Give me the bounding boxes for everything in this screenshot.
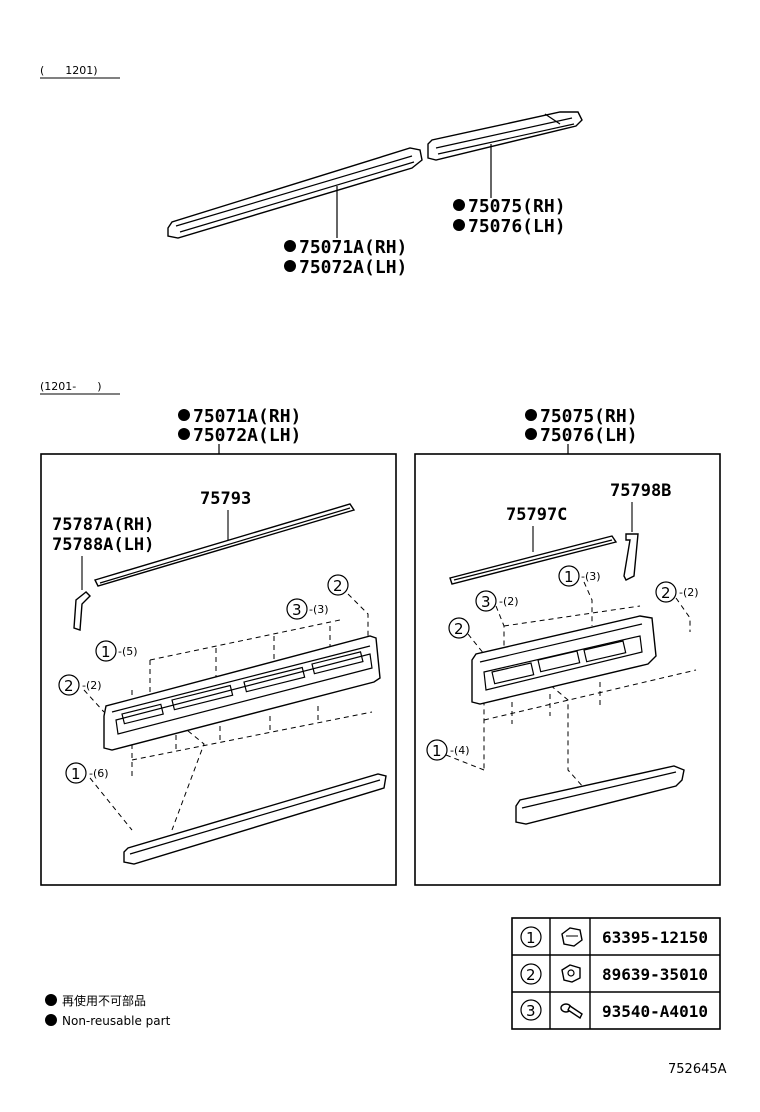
svg-text:3: 3 [292, 601, 302, 619]
left-callout-1-upper: 1 -(5) [95, 640, 138, 662]
svg-text:-(2): -(2) [499, 595, 519, 608]
right-callout-1-lower: 1 -(4) [426, 739, 470, 761]
svg-text:-(2): -(2) [82, 679, 102, 692]
svg-text:2: 2 [333, 577, 343, 595]
clip-icon [561, 964, 581, 983]
svg-text:-(3): -(3) [309, 603, 329, 616]
legend-jp: 再使用不可部品 [62, 993, 146, 1008]
svg-text:1: 1 [432, 742, 442, 760]
left-callout-2-top: 2 [327, 574, 349, 596]
seal-75787a [73, 591, 91, 631]
rear-lower-molding [515, 765, 685, 825]
svg-text:-(6): -(6) [89, 767, 109, 780]
svg-text:1: 1 [101, 643, 111, 661]
label-75787a-rh: 75787A(RH) [52, 515, 154, 535]
diagram-code: 752645A [668, 1062, 727, 1077]
right-panel-frame [414, 453, 721, 886]
front-door-garnish [103, 635, 381, 751]
right-callout-2-right: 2 -(2) [655, 581, 699, 603]
right-callout-2-left: 2 [448, 617, 470, 639]
right-header-75075-rh: 75075(RH) [540, 406, 638, 427]
label-75071a-rh-upper: 75071A(RH) [299, 237, 407, 258]
left-panel-frame [40, 453, 397, 886]
label-75798b: 75798B [610, 481, 671, 501]
svg-text:2: 2 [64, 677, 74, 695]
rear-door-garnish [471, 615, 657, 705]
svg-text:89639-35010: 89639-35010 [602, 965, 708, 984]
left-header-75071a-rh: 75071A(RH) [193, 406, 301, 427]
label-75076-lh-upper: 75076(LH) [468, 216, 566, 237]
lower-date-range: (1201- ) [40, 380, 102, 393]
label-75072a-lh-upper: 75072A(LH) [299, 257, 407, 278]
upper-date-range: ( 1201) [40, 64, 98, 77]
svg-text:2: 2 [454, 620, 464, 638]
right-callout-1-upper: 1 -(3) [558, 565, 601, 587]
table-row: 1 63395-12150 [520, 926, 708, 948]
seal-75798b [623, 533, 639, 581]
front-lower-molding [123, 773, 387, 865]
table-row: 3 93540-A4010 [520, 999, 708, 1021]
clip-icon [561, 927, 583, 947]
left-header-75072a-lh: 75072A(LH) [193, 425, 301, 446]
svg-text:-(4): -(4) [450, 744, 470, 757]
right-callout-3: 3 -(2) [475, 590, 519, 612]
label-75793: 75793 [200, 489, 251, 509]
legend-en: Non-reusable part [62, 1014, 171, 1028]
svg-text:1: 1 [564, 568, 574, 586]
label-75788a-lh: 75788A(LH) [52, 535, 154, 555]
svg-text:1: 1 [526, 929, 536, 947]
svg-text:2: 2 [661, 584, 671, 602]
front-door-molding-upper [167, 147, 423, 239]
svg-text:-(3): -(3) [581, 570, 601, 583]
svg-text:2: 2 [526, 966, 536, 984]
right-header-75076-lh: 75076(LH) [540, 425, 638, 446]
table-row: 2 89639-35010 [520, 963, 708, 985]
weatherstrip-75797c [449, 535, 618, 585]
left-callout-1-lower: 1 -(6) [65, 762, 109, 784]
svg-text:93540-A4010: 93540-A4010 [602, 1002, 708, 1021]
label-75075-rh-upper: 75075(RH) [468, 196, 566, 217]
svg-text:3: 3 [481, 593, 491, 611]
left-callout-2: 2 -(2) [58, 674, 102, 696]
svg-text:-(2): -(2) [679, 586, 699, 599]
svg-text:-(5): -(5) [118, 645, 138, 658]
legend: 再使用不可部品 Non-reusable part [45, 993, 171, 1028]
label-75797c: 75797C [506, 505, 567, 525]
weatherstrip-75793 [94, 503, 356, 587]
fastener-table: 1 63395-12150 2 89639-35010 3 93540-A4 [511, 917, 721, 1030]
screw-icon [560, 1003, 583, 1020]
left-callout-3: 3 -(3) [286, 598, 329, 620]
svg-text:3: 3 [526, 1002, 536, 1020]
rear-door-molding-upper [427, 111, 583, 161]
svg-text:63395-12150: 63395-12150 [602, 928, 708, 947]
svg-text:1: 1 [71, 765, 81, 783]
